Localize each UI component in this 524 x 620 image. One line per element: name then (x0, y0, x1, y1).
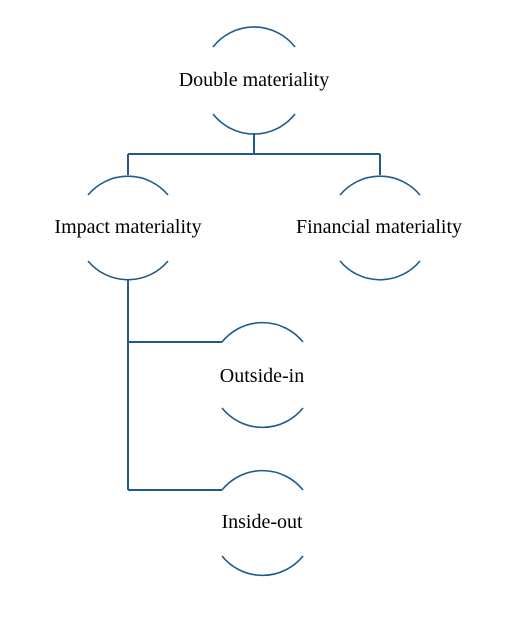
connectors (127, 133, 381, 491)
node-bottom-arc (339, 260, 421, 281)
node-label-double-materiality: Double materiality (179, 69, 330, 91)
node-impact-materiality: Impact materiality (54, 175, 202, 281)
node-bottom-arc (212, 113, 296, 135)
node-top-arc (221, 321, 304, 343)
node-top-arc (87, 175, 169, 196)
node-label-impact-materiality: Impact materiality (54, 216, 201, 238)
node-financial-materiality: Financial materiality (296, 175, 462, 281)
node-outside-in: Outside-in (220, 321, 304, 429)
node-top-arc (339, 175, 421, 196)
node-bottom-arc (221, 407, 304, 429)
node-label-financial-materiality: Financial materiality (296, 216, 462, 238)
node-double-materiality: Double materiality (179, 26, 330, 135)
node-bottom-arc (221, 555, 304, 577)
node-inside-out: Inside-out (221, 469, 304, 577)
node-top-arc (212, 26, 296, 48)
node-bottom-arc (87, 260, 169, 281)
node-top-arc (221, 469, 304, 491)
node-label-inside-out: Inside-out (221, 511, 303, 533)
node-label-outside-in: Outside-in (220, 365, 304, 387)
